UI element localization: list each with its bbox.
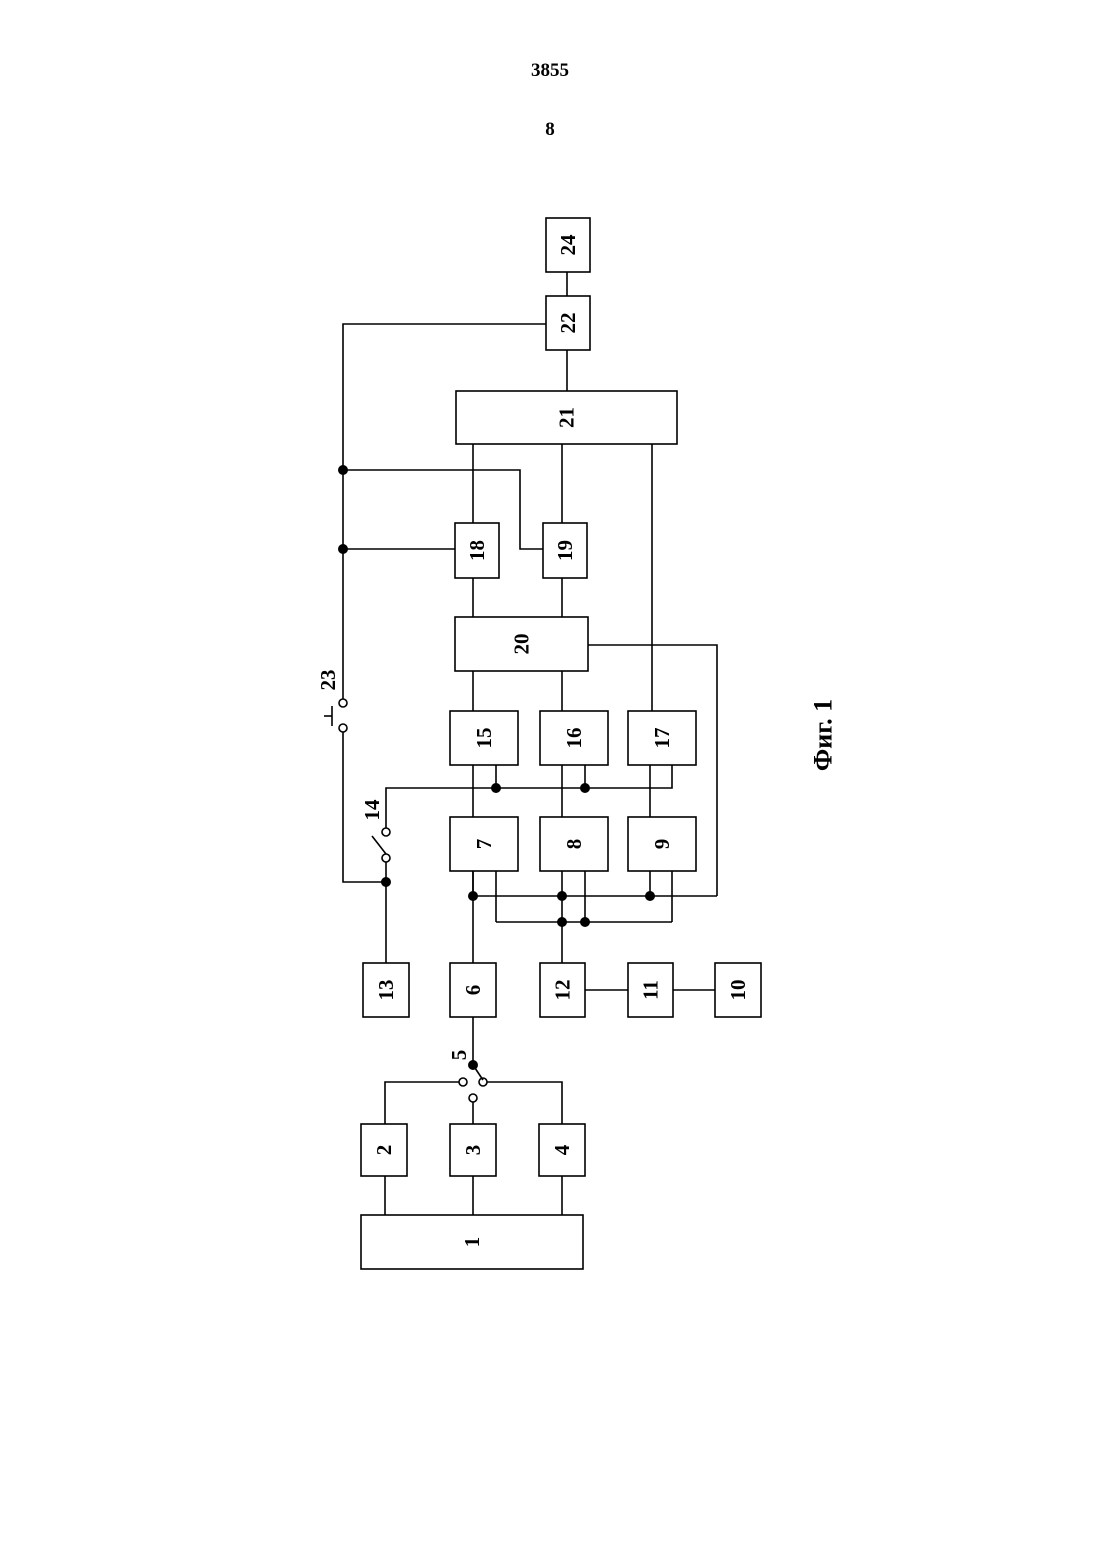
- junction-dot: [580, 917, 590, 927]
- block-1: 1: [361, 1215, 583, 1269]
- block-2-label: 2: [372, 1145, 396, 1156]
- block-17-label: 17: [650, 728, 674, 749]
- block-2: 2: [361, 1124, 407, 1176]
- switch-23-label: 23: [316, 670, 340, 691]
- block-8: 8: [540, 817, 608, 871]
- block-6: 6: [450, 963, 496, 1017]
- block-15: 15: [450, 711, 518, 765]
- switch-14-label: 14: [360, 799, 384, 821]
- junction-dot: [338, 465, 348, 475]
- block-9: 9: [628, 817, 696, 871]
- block-6-label: 6: [461, 985, 485, 996]
- block-22-label: 22: [556, 313, 580, 334]
- block-15-label: 15: [472, 728, 496, 749]
- block-13-label: 13: [374, 980, 398, 1001]
- block-19: 19: [543, 523, 587, 578]
- block-10-label: 10: [726, 980, 750, 1001]
- block-7: 7: [450, 817, 518, 871]
- switch-5-label: 5: [447, 1050, 471, 1061]
- blocks: 1234678910111213151617181920212224: [361, 218, 761, 1269]
- figure-caption: Фиг. 1: [809, 699, 838, 771]
- block-1-label: 1: [460, 1237, 484, 1248]
- block-16: 16: [540, 711, 608, 765]
- block-21: 21: [456, 391, 677, 444]
- block-4: 4: [539, 1124, 585, 1176]
- block-4-label: 4: [550, 1144, 574, 1155]
- junction-dot: [645, 891, 655, 901]
- block-8-label: 8: [562, 839, 586, 850]
- block-24-label: 24: [556, 234, 580, 256]
- block-21-label: 21: [555, 407, 579, 428]
- block-16-label: 16: [562, 728, 586, 749]
- block-13: 13: [363, 963, 409, 1017]
- switch-5: 5: [447, 1050, 487, 1102]
- block-9-label: 9: [650, 839, 674, 850]
- block-10: 10: [715, 963, 761, 1017]
- block-7-label: 7: [472, 839, 496, 850]
- block-11: 11: [628, 963, 673, 1017]
- block-24: 24: [546, 218, 590, 272]
- junction-dot: [557, 917, 567, 927]
- junction-dot: [580, 783, 590, 793]
- junction-dot: [468, 891, 478, 901]
- block-12-label: 12: [551, 980, 575, 1001]
- block-17: 17: [628, 711, 696, 765]
- block-3: 3: [450, 1124, 496, 1176]
- junction-dot: [557, 891, 567, 901]
- block-19-label: 19: [553, 540, 577, 561]
- block-18: 18: [455, 523, 499, 578]
- block-20-label: 20: [510, 634, 534, 655]
- junction-dot: [491, 783, 501, 793]
- junction-dot: [381, 877, 391, 887]
- block-18-label: 18: [465, 540, 489, 561]
- block-22: 22: [546, 296, 590, 350]
- block-11-label: 11: [639, 980, 663, 1000]
- junction-dot: [338, 544, 348, 554]
- block-3-label: 3: [461, 1145, 485, 1156]
- block-20: 20: [455, 617, 588, 671]
- block-12: 12: [540, 963, 585, 1017]
